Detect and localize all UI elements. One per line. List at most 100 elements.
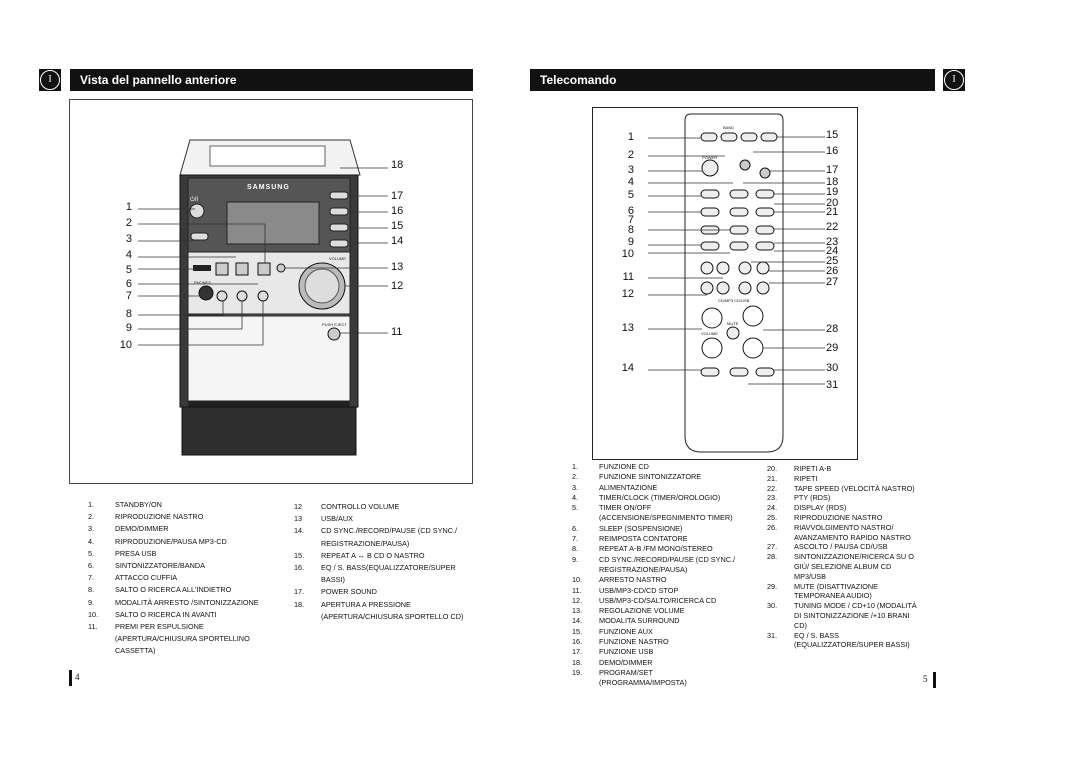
callout-5: 5 bbox=[125, 264, 132, 276]
legend-row: BASSI) bbox=[321, 575, 345, 585]
remote-callout-7: 7 bbox=[627, 214, 634, 226]
remote-label-cd-mp3: CD/MP3 CD/USB bbox=[718, 298, 750, 303]
legend-row: (APERTURA/CHIUSURA SPORTELLO CD) bbox=[321, 611, 464, 621]
legend-row: 28.SINTONIZZAZIONE/RICERCA SU O bbox=[767, 552, 914, 562]
callout-6: 6 bbox=[125, 278, 132, 290]
volume-label: VOLUME bbox=[329, 256, 346, 261]
remote-callout-10: 10 bbox=[621, 248, 634, 260]
callout-8: 8 bbox=[125, 308, 132, 320]
section-title: Vista del pannello anteriore bbox=[70, 69, 473, 91]
legend-row: 19.PROGRAM/SET bbox=[572, 667, 653, 677]
legend-row: 12.USB/MP3-CD/SALTO/RICERCA CD bbox=[572, 595, 717, 605]
legend-row: 18.APERTURA A PRESSIONE bbox=[294, 599, 411, 609]
legend-row: REGISTRAZIONE/PAUSA) bbox=[321, 538, 410, 548]
callout-17: 17 bbox=[391, 190, 404, 202]
legend-row: 21.RIPETI bbox=[767, 473, 818, 483]
remote-callout-17: 17 bbox=[826, 164, 839, 176]
legend-row: 16.EQ / S. BASS(EQUALIZZATORE/SUPER bbox=[294, 563, 456, 573]
remote-callout-3: 3 bbox=[627, 164, 634, 176]
power-label: ⏻/I bbox=[190, 197, 199, 203]
legend-row: TEMPORANEA AUDIO) bbox=[794, 591, 872, 601]
front-panel-figure: SAMSUNG ⏻/I VOLUME PHONES PUSH EJECT bbox=[69, 99, 473, 484]
push-eject-label: PUSH EJECT bbox=[322, 322, 347, 327]
legend-row: 6.SLEEP (SOSPENSIONE) bbox=[572, 523, 683, 533]
remote-legend-col2: 20.RIPETI A-B 21.RIPETI 22.TAPE SPEED (V… bbox=[767, 464, 937, 650]
remote-callout-31: 31 bbox=[826, 379, 839, 391]
legend-row: 30.TUNING MODE / CD+10 (MODALITÀ bbox=[767, 601, 917, 611]
legend-row: 23.PTY (RDS) bbox=[767, 493, 831, 503]
remote-callout-9: 9 bbox=[627, 236, 634, 248]
legend-row: 25.RIPRODUZIONE NASTRO bbox=[767, 512, 883, 522]
legend-row: 3.ALIMENTAZIONE bbox=[572, 482, 658, 492]
legend-row: 20.RIPETI A-B bbox=[767, 464, 832, 473]
remote-callout-11: 11 bbox=[622, 271, 634, 283]
callout-11: 11 bbox=[391, 326, 403, 338]
legend-row: (ACCENSIONE/SPEGNIMENTO TIMER) bbox=[599, 513, 733, 523]
remote-callout-13: 13 bbox=[621, 322, 634, 334]
legend-row: 10.ARRESTO NASTRO bbox=[572, 575, 667, 585]
section-badge: I bbox=[40, 70, 60, 90]
legend-row: 17.POWER SOUND bbox=[294, 587, 377, 597]
remote-callout-6: 6 bbox=[627, 205, 634, 217]
remote-callout-16: 16 bbox=[826, 145, 839, 157]
remote-callout-27: 27 bbox=[826, 276, 839, 288]
legend-row: 22.TAPE SPEED (VELOCITÀ NASTRO) bbox=[767, 483, 915, 493]
legend-row: 11.PREMI PER ESPULSIONE bbox=[88, 622, 204, 632]
remote-callout-29: 29 bbox=[826, 342, 839, 354]
remote-callout-24: 24 bbox=[826, 245, 839, 257]
remote-callout-14: 14 bbox=[621, 362, 634, 374]
legend-row: 1.STANDBY/ON bbox=[88, 500, 162, 509]
section-badge-remote: I bbox=[944, 70, 964, 90]
legend-row: 11.USB/MP3-CD/CD STOP bbox=[572, 585, 679, 595]
callout-18: 18 bbox=[391, 159, 404, 171]
legend-row: (APERTURA/CHIUSURA SPORTELLINO bbox=[115, 634, 250, 644]
legend-row: (PROGRAMMA/IMPOSTA) bbox=[599, 678, 687, 688]
legend-row: DI SINTONIZZAZIONE /+10 BRANI bbox=[794, 610, 910, 620]
legend-row: 6.SINTONIZZATORE/BANDA bbox=[88, 561, 206, 571]
remote-callout-21: 21 bbox=[826, 206, 839, 218]
legend-row: CASSETTA) bbox=[115, 646, 156, 656]
legend-row: MP3/USB bbox=[794, 571, 827, 581]
phones-label: PHONES bbox=[194, 280, 211, 285]
legend-row: 2.RIPRODUZIONE NASTRO bbox=[88, 512, 204, 522]
legend-row: 3.DEMO/DIMMER bbox=[88, 524, 169, 534]
legend-row: 4.TIMER/CLOCK (TIMER/OROLOGIO) bbox=[572, 492, 721, 502]
page-number-right: 5 bbox=[923, 674, 928, 684]
legend-row: 15.FUNZIONE AUX bbox=[572, 626, 653, 636]
legend-row: CD) bbox=[794, 620, 807, 630]
legend-row: 26.RIAVVOLGIMENTO NASTRO/ bbox=[767, 522, 894, 532]
remote-callout-19: 19 bbox=[826, 186, 839, 198]
legend-row: 24.DISPLAY (RDS) bbox=[767, 503, 847, 513]
remote-callout-18: 18 bbox=[826, 176, 839, 188]
callout-12: 12 bbox=[391, 280, 404, 292]
legend-row: 4.RIPRODUZIONE/PAUSA MP3-CD bbox=[88, 536, 227, 546]
front-panel-drawing bbox=[138, 139, 388, 456]
callout-16: 16 bbox=[391, 205, 404, 217]
remote-label-volume: VOLUME bbox=[701, 331, 718, 336]
remote-callout-5: 5 bbox=[627, 189, 634, 201]
remote-callout-22: 22 bbox=[826, 221, 839, 233]
legend-row: 5.PRESA USB bbox=[88, 548, 157, 558]
legend-row: 15.REPEAT A ↔ B CD O NASTRO bbox=[294, 550, 425, 560]
legend-row: 2.FUNZIONE SINTONIZZATORE bbox=[572, 472, 702, 482]
legend-row: 1.FUNZIONE CD bbox=[572, 462, 649, 471]
remote-legend-col1: 1.FUNZIONE CD 2.FUNZIONE SINTONIZZATORE … bbox=[572, 462, 762, 689]
remote-label-mute: MUTE bbox=[727, 321, 739, 326]
callout-7: 7 bbox=[125, 290, 132, 302]
remote-callout-30: 30 bbox=[826, 362, 839, 374]
legend-row: 27.ASCOLTO / PAUSA CD/USB bbox=[767, 542, 888, 552]
legend-row: 14.CD SYNC./RECORD/PAUSE (CD SYNC./ bbox=[294, 526, 458, 536]
legend-row: 13.REGOLAZIONE VOLUME bbox=[572, 606, 685, 616]
legend-row: 8.SALTO O RICERCA ALL'INDIETRO bbox=[88, 585, 232, 595]
callout-10: 10 bbox=[119, 339, 132, 351]
device-brand: SAMSUNG bbox=[247, 184, 290, 191]
remote-callout-25: 25 bbox=[826, 255, 839, 267]
remote-callout-28: 28 bbox=[826, 323, 839, 335]
remote-callout-23: 23 bbox=[826, 236, 839, 248]
legend-row: 29.MUTE (DISATTIVAZIONE bbox=[767, 581, 879, 591]
legend-row: GIÙ/ SELEZIONE ALBUM CD bbox=[794, 561, 892, 571]
remote-callout-4: 4 bbox=[627, 176, 634, 188]
remote-callout-2: 2 bbox=[627, 149, 634, 161]
